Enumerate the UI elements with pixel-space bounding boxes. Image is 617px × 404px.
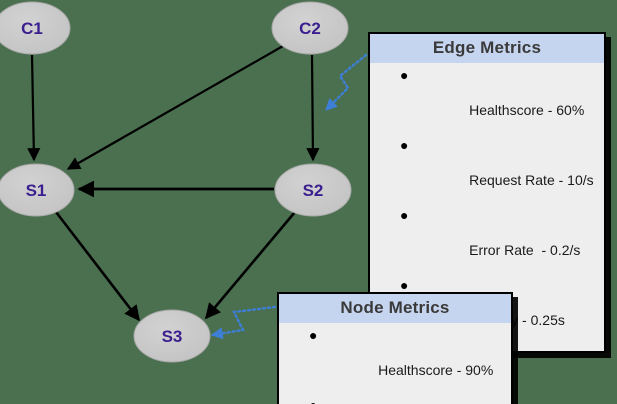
node-s3-label: S3 <box>162 327 183 346</box>
edge-metrics-item-text: Healthscore - 60% <box>469 102 585 118</box>
edge-metrics-item: ● Healthscore - 60% <box>370 67 604 137</box>
bullet-icon: ● <box>400 207 409 223</box>
bullet-icon: ● <box>309 397 317 404</box>
node-s2-label: S2 <box>303 181 324 200</box>
node-c1-shape[interactable] <box>0 1 71 55</box>
node-s1[interactable]: S1 <box>0 163 75 217</box>
node-s3[interactable]: S3 <box>133 309 211 363</box>
node-metrics-item-text: Healthscore - 90% <box>378 362 494 378</box>
node-metrics-item: ● Healthscore - 90% <box>279 327 511 397</box>
edge-c2-s2 <box>306 54 320 162</box>
callout-connectors <box>210 53 368 340</box>
node-metrics-list: ● Healthscore - 90% ● Request Rate - 100… <box>279 323 511 404</box>
edge-metrics-item: ● Request Rate - 10/s <box>370 137 604 207</box>
edge-c2-s1 <box>66 45 284 170</box>
graph-nodes: C1 C2 S1 S2 S3 <box>0 1 352 363</box>
bullet-icon: ● <box>400 277 409 293</box>
bullet-icon: ● <box>400 137 409 153</box>
edge-s1-s3 <box>54 211 141 322</box>
edge-metrics-item: ● Error Rate - 0.2/s <box>370 207 604 277</box>
node-s2-shape[interactable] <box>274 163 352 217</box>
edge-metrics-title: Edge Metrics <box>370 34 604 63</box>
node-metrics-title: Node Metrics <box>279 294 511 323</box>
node-c2-label: C2 <box>299 19 321 38</box>
edge-c1-s1 <box>27 54 41 162</box>
node-s3-shape[interactable] <box>133 309 211 363</box>
bullet-icon: ● <box>309 327 318 343</box>
node-s1-label: S1 <box>26 181 47 200</box>
node-metrics-panel: Node Metrics ● Healthscore - 90% ● Reque… <box>277 292 513 404</box>
edge-s2-s3 <box>204 211 296 320</box>
node-c2-shape[interactable] <box>271 1 349 55</box>
edge-metrics-callout-arrow <box>324 53 368 112</box>
node-s2[interactable]: S2 <box>274 163 352 217</box>
node-c2[interactable]: C2 <box>271 1 349 55</box>
node-c1[interactable]: C1 <box>0 1 71 55</box>
node-metrics-callout-arrow <box>210 305 277 340</box>
node-metrics-item: ● Request Rate - 100/s <box>279 397 511 404</box>
edge-metrics-item-text: Request Rate - 10/s <box>469 172 594 188</box>
bullet-icon: ● <box>400 67 409 83</box>
node-c1-label: C1 <box>21 19 43 38</box>
graph-edges <box>27 45 320 322</box>
node-s1-shape[interactable] <box>0 163 75 217</box>
edge-metrics-item-text: Error Rate - 0.2/s <box>469 242 581 258</box>
